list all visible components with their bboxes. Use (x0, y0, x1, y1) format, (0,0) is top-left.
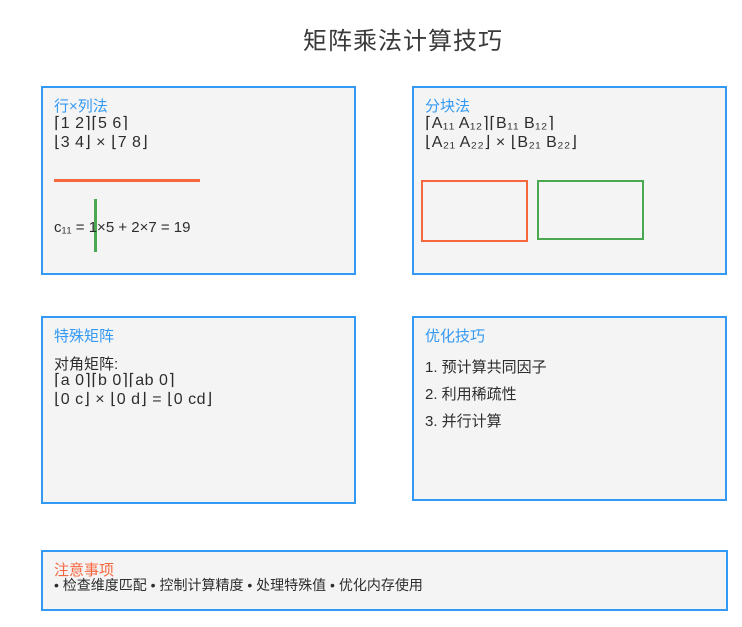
matrix-line-bottom: ⌊A₂₁ A₂₂⌋ × ⌊B₂₁ B₂₂⌋ (425, 134, 578, 151)
matrix-line-bottom: ⌊0 c⌋ × ⌊0 d⌋ = ⌊0 cd⌋ (54, 391, 213, 408)
panel-notes: 注意事项 • 检查维度匹配 • 控制计算精度 • 处理特殊值 • 优化内存使用 (41, 550, 728, 611)
optimization-list: 1. 预计算共同因子 2. 利用稀疏性 3. 并行计算 (425, 354, 547, 435)
diagonal-matrix-expression: ⌈a 0⌉⌈b 0⌉⌈ab 0⌉ ⌊0 c⌋ × ⌊0 d⌋ = ⌊0 cd⌋ (54, 371, 213, 409)
panel-special-matrix: 特殊矩阵 对角矩阵: ⌈a 0⌉⌈b 0⌉⌈ab 0⌉ ⌊0 c⌋ × ⌊0 d… (41, 316, 356, 504)
notes-bullet-text: • 检查维度匹配 • 控制计算精度 • 处理特殊值 • 优化内存使用 (54, 577, 423, 593)
panel-optimization-tips: 优化技巧 1. 预计算共同因子 2. 利用稀疏性 3. 并行计算 (412, 316, 727, 501)
matrix-line-bottom: ⌊3 4⌋ × ⌊7 8⌋ (54, 134, 149, 151)
block-highlight-orange-rect (421, 180, 528, 242)
matrix-line-top: ⌈1 2⌉⌈5 6⌉ (54, 115, 129, 132)
block-matrix-expression: ⌈A₁₁ A₁₂⌉⌈B₁₁ B₁₂⌉ ⌊A₂₁ A₂₂⌋ × ⌊B₂₁ B₂₂⌋ (425, 114, 577, 152)
panel-notes-heading: 注意事项 (54, 562, 115, 579)
panel-block-heading: 分块法 (425, 98, 471, 115)
page-title: 矩阵乘法计算技巧 (303, 28, 503, 55)
panel-block-method: 分块法 ⌈A₁₁ A₁₂⌉⌈B₁₁ B₁₂⌉ ⌊A₂₁ A₂₂⌋ × ⌊B₂₁ … (412, 86, 727, 275)
panel-optimize-heading: 优化技巧 (425, 328, 486, 345)
panel-row-col-heading: 行×列法 (54, 98, 108, 115)
panel-special-heading: 特殊矩阵 (54, 328, 115, 345)
row-highlight-line (54, 179, 200, 182)
dot-product-equation: c₁₁ = 1×5 + 2×7 = 19 (54, 219, 191, 236)
matrix-line-top: ⌈a 0⌉⌈b 0⌉⌈ab 0⌉ (54, 372, 176, 389)
panel-row-col-method: 行×列法 ⌈1 2⌉⌈5 6⌉ ⌊3 4⌋ × ⌊7 8⌋ c₁₁ = 1×5 … (41, 86, 356, 275)
block-highlight-green-rect (537, 180, 644, 240)
matrix-line-top: ⌈A₁₁ A₁₂⌉⌈B₁₁ B₁₂⌉ (425, 115, 555, 132)
row-col-matrix-expression: ⌈1 2⌉⌈5 6⌉ ⌊3 4⌋ × ⌊7 8⌋ (54, 114, 148, 152)
column-highlight-line (94, 199, 97, 252)
optimization-item-3: 3. 并行计算 (425, 413, 502, 430)
optimization-item-1: 1. 预计算共同因子 (425, 359, 547, 376)
diagonal-matrix-label: 对角矩阵: (54, 356, 119, 373)
optimization-item-2: 2. 利用稀疏性 (425, 386, 517, 403)
